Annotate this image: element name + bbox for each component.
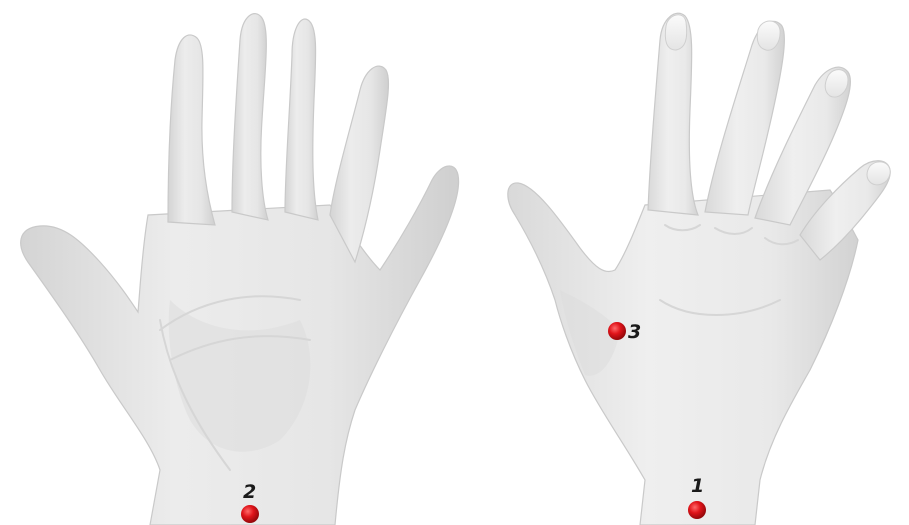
right-little-nail xyxy=(867,162,890,185)
left-little-finger xyxy=(330,66,388,262)
point-1-dot xyxy=(688,501,706,519)
left-hand-palm xyxy=(21,14,459,525)
right-hand-back xyxy=(508,13,890,525)
right-index-nail xyxy=(665,15,686,50)
left-ring-finger xyxy=(285,19,318,220)
left-middle-finger xyxy=(232,14,268,220)
point-3-dot xyxy=(608,322,626,340)
left-index-finger xyxy=(168,35,215,225)
point-3-label: 3 xyxy=(628,321,641,343)
point-1-label: 1 xyxy=(691,475,704,497)
point-2-label: 2 xyxy=(243,481,256,503)
point-2-dot xyxy=(241,505,259,523)
